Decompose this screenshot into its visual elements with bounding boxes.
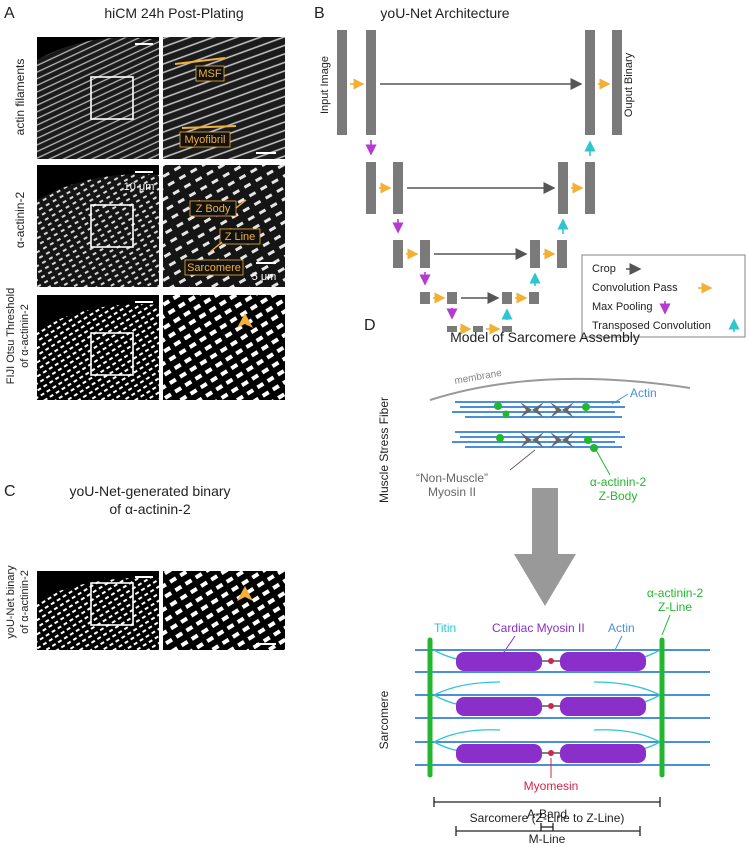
row-label-otsu-2: of α-actinin-2 <box>19 304 31 368</box>
panel-c-title-1: yoU-Net-generated binary <box>69 483 230 499</box>
cardiac-myosin-label: Cardiac Myosin II <box>492 621 585 635</box>
transition-arrow-icon <box>514 488 576 606</box>
row-label-actinin: α-actinin-2 <box>13 192 27 249</box>
panel-d-svg: D Model of Sarcomere Assembly membrane <box>364 317 710 836</box>
panel-c-title-2: of α-actinin-2 <box>109 501 190 517</box>
sarcomere-span-label: Sarcomere (Z-Line to Z-Line) <box>470 811 625 825</box>
image-actinin-zoom: Z Body Z Line Sarcomere 5 μm <box>163 165 285 287</box>
output-binary-label: Ouput Binary <box>623 52 635 117</box>
panel-a-title: hiCM 24h Post-Plating <box>104 5 243 21</box>
panel-b: B yoU-Net Architecture Input Image Ouput… <box>310 0 750 340</box>
annot-msf: MSF <box>198 68 222 80</box>
panel-c: C yoU-Net-generated binary of α-actinin-… <box>0 470 300 650</box>
annot-z-line: Z Line <box>225 231 256 243</box>
image-otsu-zoom <box>163 295 285 400</box>
scale-10um: 10 μm <box>124 181 155 193</box>
arrowhead-icon <box>237 586 253 601</box>
image-younet-zoom <box>163 571 285 650</box>
panel-a-letter: A <box>4 5 15 22</box>
panel-c-row-label-1: yoU-Net binary <box>5 565 17 639</box>
row-label-actin: actin filaments <box>13 59 27 136</box>
legend-conv: Convolution Pass <box>592 282 678 294</box>
panel-d-title: Model of Sarcomere Assembly <box>450 329 640 345</box>
nm-myosin-1: “Non-Muscle” <box>416 471 488 485</box>
panel-c-letter: C <box>4 483 16 500</box>
actin-top-label: Actin <box>630 386 657 400</box>
membrane-line <box>429 377 691 401</box>
image-younet-full <box>37 571 159 650</box>
block-l1-c <box>585 30 595 135</box>
zbody-label-1: α-actinin-2 <box>590 475 647 489</box>
scale-5um: 5 μm <box>252 271 277 283</box>
titin-label: Titin <box>434 621 456 635</box>
image-actin-zoom: MSF Myofibril <box>163 37 285 159</box>
panel-d: D Model of Sarcomere Assembly membrane <box>360 310 750 846</box>
panel-b-svg: B yoU-Net Architecture Input Image Ouput… <box>314 5 746 338</box>
block-l1-d <box>612 30 622 135</box>
actin-bottom-label: Actin <box>608 621 635 635</box>
block-l1-a <box>337 30 347 135</box>
image-actinin-full: 10 μm <box>37 165 159 287</box>
legend-maxpool: Max Pooling <box>592 301 653 313</box>
zline-label-2: Z-Line <box>658 600 692 614</box>
input-image-label: Input Image <box>319 56 331 114</box>
panel-c-row-label-2: of α-actinin-2 <box>19 570 31 634</box>
myomesin-label: Myomesin <box>524 779 579 793</box>
legend: Crop Convolution Pass Max Pooling Transp… <box>581 254 746 338</box>
block-l1-b <box>366 30 376 135</box>
annot-z-body: Z Body <box>196 203 231 215</box>
legend-transposed: Transposed Convolution <box>592 320 711 332</box>
panel-a-svg: A hiCM 24h Post-Plating actin filaments … <box>4 5 285 400</box>
image-otsu-full <box>37 295 159 400</box>
image-actin-full <box>37 37 159 159</box>
annot-myofibril: Myofibril <box>185 134 226 146</box>
legend-crop: Crop <box>592 263 616 275</box>
panel-b-letter: B <box>314 5 325 22</box>
span-brackets <box>433 797 661 836</box>
row-label-otsu-1: FIJI Otsu Threshold <box>5 288 17 384</box>
arrowhead-icon <box>237 313 253 328</box>
panel-a: A hiCM 24h Post-Plating actin filaments … <box>0 0 300 400</box>
bottom-labels <box>360 836 750 846</box>
zbody-label-2: Z-Body <box>599 489 638 503</box>
panel-b-title: yoU-Net Architecture <box>380 5 509 21</box>
side-label-sarcomere: Sarcomere <box>377 690 391 749</box>
annot-sarcomere: Sarcomere <box>187 262 241 274</box>
panel-d-letter: D <box>364 317 376 334</box>
zline-label-1: α-actinin-2 <box>647 586 704 600</box>
side-label-msf: Muscle Stress Fiber <box>377 397 391 503</box>
sarcomere-diagram <box>415 637 710 778</box>
stress-fiber <box>452 401 625 452</box>
nm-myosin-2: Myosin II <box>428 485 476 499</box>
panel-c-svg: C yoU-Net-generated binary of α-actinin-… <box>4 483 285 650</box>
